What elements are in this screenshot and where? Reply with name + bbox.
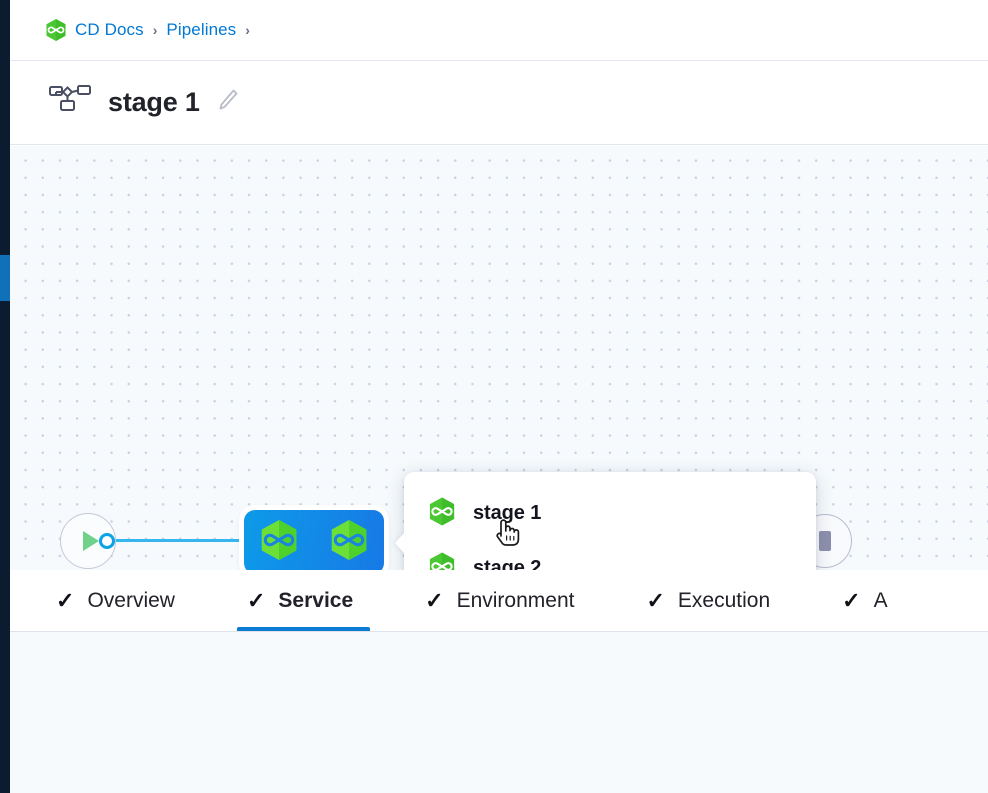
- tab-advanced[interactable]: ✓ A: [832, 570, 924, 631]
- breadcrumb-separator: ›: [245, 22, 250, 38]
- breadcrumb-separator: ›: [152, 22, 158, 38]
- check-icon: ✓: [56, 587, 75, 613]
- breadcrumb-item-cd-docs[interactable]: CD Docs: [75, 20, 144, 39]
- tab-label: Environment: [456, 588, 575, 612]
- breadcrumb: CD Docs › Pipelines ›: [10, 0, 988, 61]
- popup-item-stage-2[interactable]: stage 2: [404, 541, 816, 570]
- tab-execution[interactable]: ✓ Execution: [636, 570, 807, 631]
- tab-label: A: [873, 588, 888, 612]
- connector-edge: [113, 539, 248, 542]
- left-nav-rail: [0, 0, 10, 793]
- tab-label: Overview: [87, 588, 175, 612]
- pencil-icon[interactable]: [216, 87, 240, 118]
- popup-item-stage-1[interactable]: stage 1: [404, 486, 816, 541]
- stage-list-popup: stage 1 stage 2: [395, 472, 816, 570]
- service-form-panel: Select Service Kubernetes: [10, 632, 988, 793]
- stage-group-node[interactable]: [244, 510, 384, 570]
- sidebar-active-indicator[interactable]: [0, 255, 10, 301]
- check-icon: ✓: [646, 587, 665, 613]
- pipeline-flow-icon: [48, 83, 92, 122]
- check-icon: ✓: [425, 587, 444, 613]
- start-connector-dot[interactable]: [99, 533, 115, 549]
- popup-item-label: stage 1: [473, 502, 542, 524]
- stop-bar-icon: [819, 531, 831, 551]
- play-icon: [82, 531, 99, 551]
- tab-label: Service: [278, 588, 354, 612]
- page-title: stage 1: [108, 87, 200, 117]
- pipeline-canvas[interactable]: stage 1 + 1 more stages Add Stage st: [10, 146, 988, 570]
- check-icon: ✓: [842, 587, 861, 613]
- harness-hex-icon: [259, 518, 299, 567]
- tab-service[interactable]: ✓ Service: [236, 570, 390, 631]
- tab-environment[interactable]: ✓ Environment: [415, 570, 611, 631]
- tab-overview[interactable]: ✓ Overview: [46, 570, 212, 631]
- breadcrumb-item-pipelines[interactable]: Pipelines: [166, 20, 237, 39]
- check-icon: ✓: [246, 587, 266, 613]
- stage-config-tabs: ✓ Overview ✓ Service ✓ Environment ✓ Exe…: [10, 570, 988, 632]
- harness-hex-icon: [428, 551, 456, 570]
- harness-hex-icon: [45, 18, 67, 42]
- popup-caret: [395, 532, 405, 554]
- tab-label: Execution: [677, 588, 771, 612]
- page-header: stage 1: [10, 61, 988, 145]
- harness-hex-icon: [329, 518, 369, 567]
- popup-item-label: stage 2: [473, 557, 542, 570]
- harness-hex-icon: [428, 496, 456, 532]
